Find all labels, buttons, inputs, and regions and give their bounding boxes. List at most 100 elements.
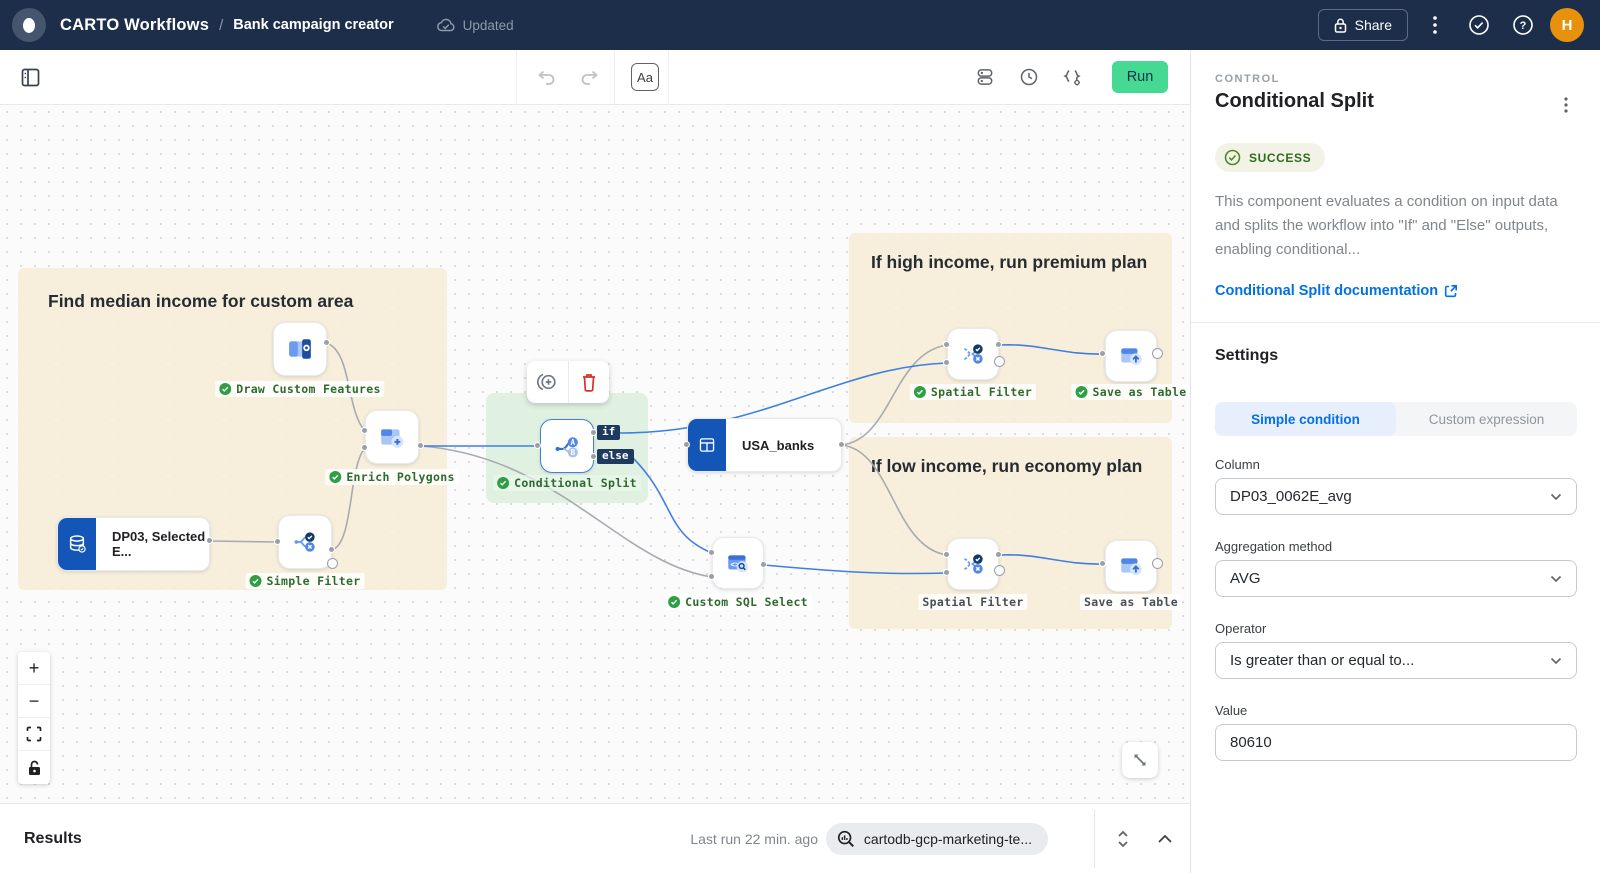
node-simple-filter[interactable] [278,515,332,569]
padlock-icon [28,760,40,775]
input-port[interactable] [683,441,690,448]
workflow-canvas[interactable]: Find median income for custom area If hi… [0,105,1190,803]
delete-node-button[interactable] [569,361,610,403]
resize-results-button[interactable] [1106,822,1140,856]
node-enrich-polygons[interactable] [365,410,419,464]
node-custom-sql-select[interactable]: <> [712,537,764,589]
input-port[interactable] [1099,560,1106,567]
aggregation-method-label: Aggregation method [1215,539,1333,554]
aggregation-method-select[interactable]: AVG [1215,560,1577,597]
fit-view-button[interactable] [18,718,50,751]
panel-more-options-button[interactable] [1552,92,1580,120]
connection-name: cartodb-gcp-marketing-te... [863,830,1032,847]
input-port[interactable] [708,549,715,556]
success-check-icon [668,596,681,608]
node-label-conditional-split: Conditional Split [493,475,641,491]
connection-selector[interactable]: cartodb-gcp-marketing-te... [825,822,1048,855]
add-connected-node-button[interactable] [527,361,569,403]
undo-button[interactable] [530,61,562,93]
if-output-badge[interactable]: if [597,425,621,440]
kebab-menu-icon [1564,96,1568,113]
redo-button[interactable] [574,61,606,93]
else-output-badge[interactable]: else [597,449,634,464]
sync-status: Updated [436,17,514,33]
output-port[interactable] [328,546,335,553]
node-spatial-filter-top[interactable] [947,328,999,380]
node-save-as-table-top[interactable] [1105,330,1157,382]
annotation-tool-button[interactable]: Aa [631,63,659,91]
share-button[interactable]: Share [1317,9,1408,41]
output-port[interactable] [323,339,330,346]
input-port[interactable] [943,569,950,576]
collapse-results-button[interactable] [1148,822,1182,856]
node-usa-banks[interactable]: USA_banks [687,418,842,472]
unconnected-output-port[interactable] [327,558,338,569]
cloud-check-icon [436,18,455,32]
operator-select[interactable]: Is greater than or equal to... [1215,642,1577,679]
help-button[interactable]: ? [1506,8,1540,42]
input-port[interactable] [274,538,281,545]
validation-status-button[interactable] [1462,8,1496,42]
output-port[interactable] [995,551,1002,558]
if-output-port[interactable] [590,429,597,436]
output-port[interactable] [838,441,845,448]
else-output-port[interactable] [590,453,597,460]
chevron-down-icon [1550,575,1562,582]
output-port[interactable] [417,442,424,449]
input-port[interactable] [361,444,368,451]
settings-heading: Settings [1215,347,1279,364]
data-explorer-icon [837,830,854,847]
unconnected-output-port[interactable] [1152,348,1163,359]
lock-canvas-button[interactable] [18,751,50,784]
tab-simple-condition[interactable]: Simple condition [1215,402,1396,436]
zoom-out-label: − [28,690,40,711]
node-context-toolbar [527,361,609,403]
sql-parameters-button[interactable] [1056,61,1088,93]
simple-filter-icon [294,532,315,552]
input-port[interactable] [534,442,541,449]
tab-custom-expression[interactable]: Custom expression [1396,402,1577,436]
save-as-table-icon [1121,558,1142,576]
output-port[interactable] [206,537,213,544]
run-button[interactable]: Run [1112,61,1168,93]
node-spatial-filter-bottom[interactable] [947,538,999,590]
component-category: CONTROL [1215,73,1280,85]
value-input[interactable] [1215,724,1577,761]
user-avatar[interactable]: H [1550,8,1584,42]
trash-icon [582,374,595,392]
zoom-in-button[interactable]: + [18,652,50,685]
input-port[interactable] [943,359,950,366]
input-port[interactable] [943,341,950,348]
results-bar: Results Last run 22 min. ago cartodb-gcp… [0,803,1190,873]
node-save-as-table-bottom[interactable] [1105,540,1157,592]
unconnected-output-port[interactable] [994,565,1005,576]
execution-history-button[interactable] [1013,61,1045,93]
last-run-text: Last run 22 min. ago [690,830,818,847]
group-title: If low income, run economy plan [871,456,1143,476]
workflow-name[interactable]: Bank campaign creator [233,17,394,33]
chevron-down-icon [1550,493,1562,500]
external-link-icon [1445,285,1458,298]
node-draw-custom-features[interactable] [273,322,327,376]
column-select[interactable]: DP03_0062E_avg [1215,478,1577,515]
carto-logo-icon[interactable] [12,8,46,42]
expand-canvas-button[interactable] [1122,742,1158,778]
versions-button[interactable] [969,61,1001,93]
output-port[interactable] [760,561,767,568]
input-port[interactable] [361,427,368,434]
node-dp03-source[interactable]: DP03, Selected E... [57,517,210,571]
documentation-link[interactable]: Conditional Split documentation [1215,283,1458,299]
more-options-button[interactable] [1418,8,1452,42]
unconnected-output-port[interactable] [1152,558,1163,569]
value-label: Value [1215,703,1248,718]
zoom-out-button[interactable]: − [18,685,50,718]
input-port[interactable] [943,551,950,558]
input-port[interactable] [708,573,715,580]
input-port[interactable] [1099,350,1106,357]
output-port[interactable] [995,341,1002,348]
unconnected-output-port[interactable] [994,356,1005,367]
components-panel-toggle[interactable] [14,61,46,93]
app-title: CARTO Workflows [60,15,210,34]
panel-toggle-icon [21,68,39,86]
